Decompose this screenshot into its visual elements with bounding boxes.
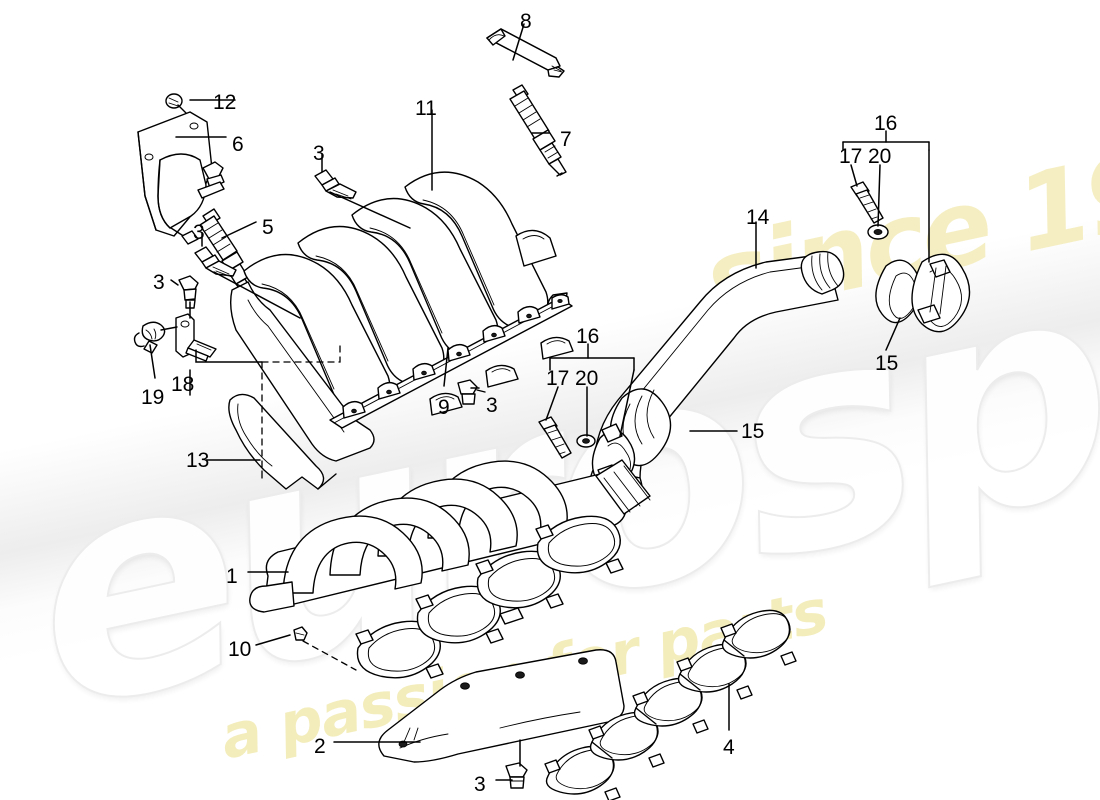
clamp-assembly-upper-right	[851, 182, 970, 332]
callout-2[interactable]: 2	[314, 735, 326, 758]
callout-15b[interactable]: 15	[741, 420, 765, 443]
callout-20b[interactable]: 20	[575, 367, 599, 390]
callout-7[interactable]: 7	[560, 128, 572, 151]
intake-manifold-icon	[231, 172, 573, 461]
callout-3b[interactable]: 3	[193, 221, 205, 244]
callout-13[interactable]: 13	[186, 449, 210, 472]
callout-10[interactable]: 10	[228, 638, 252, 661]
callout-20a[interactable]: 20	[868, 145, 892, 168]
bolt-3e-icon	[506, 763, 527, 788]
bracket-cover-icon	[138, 112, 224, 244]
spark-plug-icon	[510, 85, 566, 176]
sealing-compound-tube-icon	[487, 29, 564, 77]
exhaust-manifold-icon	[250, 460, 650, 678]
callout-14[interactable]: 14	[746, 206, 770, 229]
stud-nut-icon	[294, 627, 307, 640]
callout-3c[interactable]: 3	[153, 271, 165, 294]
callout-18[interactable]: 18	[171, 373, 195, 396]
callout-4[interactable]: 4	[723, 736, 735, 759]
callout-11[interactable]: 11	[415, 97, 437, 120]
vent-fitting-icon	[135, 322, 178, 353]
bolt-3d-icon	[458, 380, 485, 404]
exhaust-flanges	[356, 516, 623, 678]
callout-3d[interactable]: 3	[486, 394, 498, 417]
gasket-strip-icon	[545, 610, 796, 800]
mounting-tab-icon	[176, 314, 216, 361]
heat-shield-upper-icon	[229, 394, 336, 489]
callout-3e[interactable]: 3	[474, 773, 486, 796]
leader-lines	[150, 24, 929, 780]
heat-shield-lower-icon	[379, 650, 624, 762]
callout-1[interactable]: 1	[226, 565, 238, 588]
callout-17b[interactable]: 17	[546, 367, 570, 390]
callout-16a[interactable]: 16	[874, 112, 898, 135]
callout-5[interactable]: 5	[262, 216, 274, 239]
callout-9[interactable]: 9	[438, 396, 450, 419]
retaining-rail-icon	[330, 295, 572, 428]
callout-19[interactable]: 19	[141, 386, 165, 409]
callout-15a[interactable]: 15	[875, 352, 899, 375]
callout-17a[interactable]: 17	[839, 145, 863, 168]
clamp-assembly-middle	[539, 389, 671, 491]
bolt-3a-icon	[315, 170, 356, 199]
bolt-3c-icon	[179, 276, 198, 308]
callout-12[interactable]: 12	[213, 91, 237, 114]
callout-6[interactable]: 6	[232, 133, 244, 156]
callout-8[interactable]: 8	[520, 10, 532, 33]
callout-3a[interactable]: 3	[313, 142, 325, 165]
callout-16b[interactable]: 16	[576, 325, 600, 348]
bolt-12-icon	[166, 94, 186, 113]
